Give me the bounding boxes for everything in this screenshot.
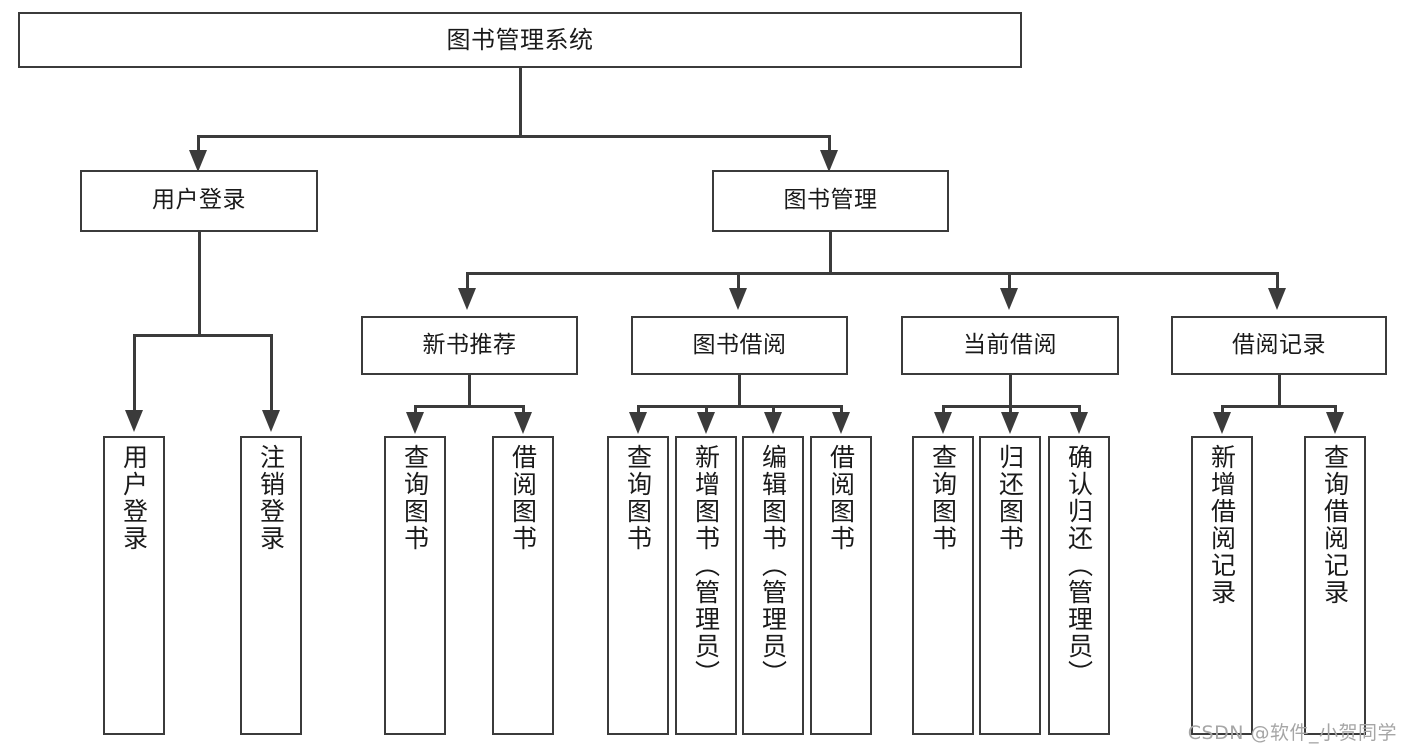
connector-level3-drop-1: [466, 272, 469, 296]
node-label: 查询图书: [400, 444, 430, 552]
leaf-confirm-return[interactable]: 确认归还（管理员）: [1048, 436, 1110, 735]
connector-user-login-drop-2: [270, 334, 273, 416]
connector-user-login-bus: [133, 334, 273, 337]
connector-root-stem: [519, 68, 522, 137]
connector-level3-drop-3: [1008, 272, 1011, 296]
arrow-to-leaf-query-book-2: [629, 412, 647, 434]
leaf-query-book-new[interactable]: 查询图书: [384, 436, 446, 735]
arrow-to-user-login: [189, 150, 207, 172]
arrow-to-leaf-query-record: [1326, 412, 1344, 434]
connector-book-borrow-drop-1: [637, 405, 640, 417]
connector-level2-drop-left: [197, 135, 200, 159]
connector-user-login-drop-1: [133, 334, 136, 416]
node-label: 借阅记录: [1232, 331, 1326, 358]
connector-level2-bus: [197, 135, 831, 138]
connector-new-book-drop-2: [522, 405, 525, 417]
connector-new-book-stem: [468, 375, 471, 407]
arrow-to-borrow-record: [1268, 288, 1286, 310]
node-borrow-record[interactable]: 借阅记录: [1171, 316, 1387, 375]
node-label: 注销登录: [256, 444, 286, 552]
connector-current-borrow-drop-3: [1078, 405, 1081, 417]
arrow-to-current-borrow: [1000, 288, 1018, 310]
node-label: 查询借阅记录: [1320, 444, 1350, 606]
connector-book-borrow-drop-3: [772, 405, 775, 417]
leaf-logout[interactable]: 注销登录: [240, 436, 302, 735]
leaf-edit-book[interactable]: 编辑图书（管理员）: [742, 436, 804, 735]
node-current-borrow[interactable]: 当前借阅: [901, 316, 1119, 375]
node-label: 编辑图书（管理员）: [758, 444, 788, 687]
node-label: 图书借阅: [692, 331, 787, 358]
connector-user-login-stem: [198, 232, 201, 336]
connector-level3-drop-2: [737, 272, 740, 296]
node-label: 新增图书（管理员）: [691, 444, 721, 687]
connector-new-book-drop-1: [414, 405, 417, 417]
arrow-to-leaf-user-login: [125, 410, 143, 432]
node-label: 图书管理: [783, 187, 878, 214]
connector-current-borrow-stem: [1009, 375, 1012, 407]
node-label: 借阅图书: [826, 444, 856, 552]
node-new-book-recommend[interactable]: 新书推荐: [361, 316, 578, 375]
arrow-to-book-borrow: [729, 288, 747, 310]
node-label: 查询图书: [928, 444, 958, 552]
connector-current-borrow-drop-2: [1009, 405, 1012, 417]
arrow-to-leaf-add-book: [697, 412, 715, 434]
node-book-manage[interactable]: 图书管理: [712, 170, 949, 232]
csdn-watermark: CSDN @软件_小贺同学: [1187, 722, 1397, 744]
leaf-query-book-current[interactable]: 查询图书: [912, 436, 974, 735]
connector-book-borrow-drop-2: [705, 405, 708, 417]
connector-level2-drop-right: [828, 135, 831, 159]
node-label: 新书推荐: [422, 331, 517, 358]
leaf-query-borrow-record[interactable]: 查询借阅记录: [1304, 436, 1366, 735]
arrow-to-leaf-logout: [262, 410, 280, 432]
connector-book-manage-stem: [829, 232, 832, 274]
node-label: 用户登录: [152, 187, 246, 214]
node-root-system[interactable]: 图书管理系统: [18, 12, 1022, 68]
connector-level3-bus: [466, 272, 1279, 275]
connector-book-borrow-bus: [637, 405, 843, 408]
connector-borrow-record-drop-2: [1334, 405, 1337, 417]
arrow-to-leaf-query-book-3: [934, 412, 952, 434]
connector-book-borrow-drop-4: [840, 405, 843, 417]
leaf-add-borrow-record[interactable]: 新增借阅记录: [1191, 436, 1253, 735]
leaf-borrow-book-new[interactable]: 借阅图书: [492, 436, 554, 735]
connector-borrow-record-bus: [1221, 405, 1337, 408]
leaf-borrow-book[interactable]: 借阅图书: [810, 436, 872, 735]
leaf-return-book[interactable]: 归还图书: [979, 436, 1041, 735]
leaf-query-book-borrow[interactable]: 查询图书: [607, 436, 669, 735]
arrow-to-leaf-query-book-1: [406, 412, 424, 434]
arrow-to-leaf-borrow-book-1: [514, 412, 532, 434]
arrow-to-leaf-edit-book: [764, 412, 782, 434]
node-label: 图书管理系统: [446, 25, 594, 54]
connector-current-borrow-drop-1: [942, 405, 945, 417]
node-label: 确认归还（管理员）: [1064, 444, 1094, 687]
node-label: 借阅图书: [508, 444, 538, 552]
leaf-add-book[interactable]: 新增图书（管理员）: [675, 436, 737, 735]
node-label: 用户登录: [119, 444, 149, 552]
arrow-to-leaf-confirm-return: [1070, 412, 1088, 434]
connector-level3-drop-4: [1276, 272, 1279, 296]
node-label: 当前借阅: [963, 331, 1057, 358]
connector-borrow-record-drop-1: [1221, 405, 1224, 417]
connector-borrow-record-stem: [1278, 375, 1281, 407]
arrow-to-leaf-add-record: [1213, 412, 1231, 434]
arrow-to-book-manage: [820, 150, 838, 172]
arrow-to-leaf-borrow-book-2: [832, 412, 850, 434]
arrow-to-leaf-return-book: [1001, 412, 1019, 434]
arrow-to-new-book-recommend: [458, 288, 476, 310]
connector-book-borrow-stem: [738, 375, 741, 407]
node-book-borrow[interactable]: 图书借阅: [631, 316, 848, 375]
node-label: 查询图书: [623, 444, 653, 552]
leaf-user-login[interactable]: 用户登录: [103, 436, 165, 735]
node-label: 新增借阅记录: [1207, 444, 1237, 606]
connector-new-book-bus: [414, 405, 525, 408]
node-user-login[interactable]: 用户登录: [80, 170, 318, 232]
node-label: 归还图书: [995, 444, 1025, 552]
